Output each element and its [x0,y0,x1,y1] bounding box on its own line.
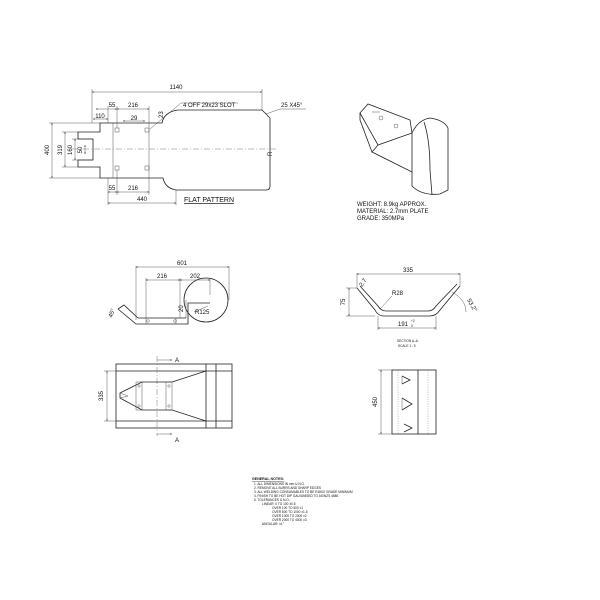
section-a-a-view: 335 2.7 75 R28 53.2° 191 +2 0 SECTION A–… [341,268,478,348]
section-tol-minus: 0 [411,324,413,328]
flat-pattern-view: R 1140 55 216 110 29 23 4 OFF 29x23 SLOT… [45,85,306,205]
section-label-bottom: A [175,438,179,444]
dim-400: 400 [45,144,51,155]
note-line: 3. ALL WELDING CONSUMABLES TO BE E48XX G… [254,490,353,494]
slot [146,319,150,323]
slot [137,404,141,408]
slot [114,165,120,171]
slot [167,384,171,388]
side-dim-angle: 45° [108,308,117,319]
note-line: OVER 1000 TO 2000 ±2 [272,514,307,518]
dim-160: 160 [68,144,74,155]
flat-pattern-outline [77,109,271,191]
dim-50: 50 [78,146,84,153]
plan-view: A A 335 [99,356,233,444]
section-dim-r28: R28 [392,291,404,297]
slot [173,319,177,323]
dim-440: 440 [137,197,148,203]
plan-dim-335: 335 [99,390,105,401]
section-scale: SCALE 1 : 5 [398,344,416,348]
note-line: LINEAR: 0 TO 100 ±0.5 [262,502,296,506]
side-dim-601: 601 [177,261,188,267]
note-line: 1. ALL DIMENSIONS IN mm U.N.O. [254,482,305,486]
section-dim-335: 335 [403,268,414,274]
slot-callout: 4 OFF 29x23 SLOT [183,103,236,109]
side-dim-r125: R125 [195,310,210,316]
note-line: OVER 500 TO 1000 ±1.5 [272,510,308,514]
end-dim-450: 450 [373,396,379,407]
slot [378,115,384,121]
section-label-top: A [175,358,179,364]
end-view: 450 [373,369,437,435]
section-dim-75: 75 [341,298,347,305]
dim-55-bottom: 55 [109,186,116,192]
section-dim-angle: 53.2° [465,298,478,314]
dim-319: 319 [58,144,64,155]
section-dim-191: 191 [398,322,409,328]
general-notes: GENERAL NOTES: 1. ALL DIMENSIONS IN mm U… [252,477,353,526]
section-dim-2-7: 2.7 [359,277,369,288]
note-line: OVER 2000 TO 4000 ±3 [272,518,307,522]
dim-110: 110 [95,114,105,120]
dim-216-top: 216 [128,103,139,109]
bend-mark: R [268,151,274,156]
note-line: ANGULAR: ±1° [262,522,285,526]
slot [144,165,150,171]
note-line: 2. REMOVE ALL BURRS AND SHARP EDGES [254,486,321,490]
dim-23: 23 [159,111,165,118]
slot [144,127,150,133]
side-dim-20: 20 [179,305,185,312]
slot [137,384,141,388]
dim-216-bottom: 216 [128,186,139,192]
isometric-view: WEIGHT: 8.9kg APPROX. MATERIAL: 2.7mm PL… [357,103,449,222]
iso-weight: WEIGHT: 8.9kg APPROX. [357,202,427,208]
chamfer-callout: 25 X45° [281,103,303,109]
iso-material: MATERIAL: 2.7mm PLATE [357,209,428,215]
section-tol-plus: +2 [411,319,415,323]
iso-grade: GRADE: 350MPa [357,216,405,222]
side-view: 601 216 202 20 R125 45° [108,261,230,325]
dim-1140: 1140 [170,85,184,91]
slot [114,127,120,133]
side-dim-202: 202 [190,274,201,280]
note-line: OVER 100 TO 500 ±1 [272,506,303,510]
dim-55-top: 55 [109,103,116,109]
notes-heading: GENERAL NOTES: [252,477,284,481]
slot [393,123,399,129]
section-title: SECTION A–A [397,339,419,343]
note-line: 5. TOLERANCES U.N.O.: [254,498,291,502]
dim-29: 29 [131,116,138,122]
flat-pattern-title: FLAT PATTERN [184,197,234,204]
slot [167,404,171,408]
side-dim-216: 216 [157,274,168,280]
note-line: 4. FINISH TO BE HOT DIP GALVANISED TO AS… [254,494,339,498]
